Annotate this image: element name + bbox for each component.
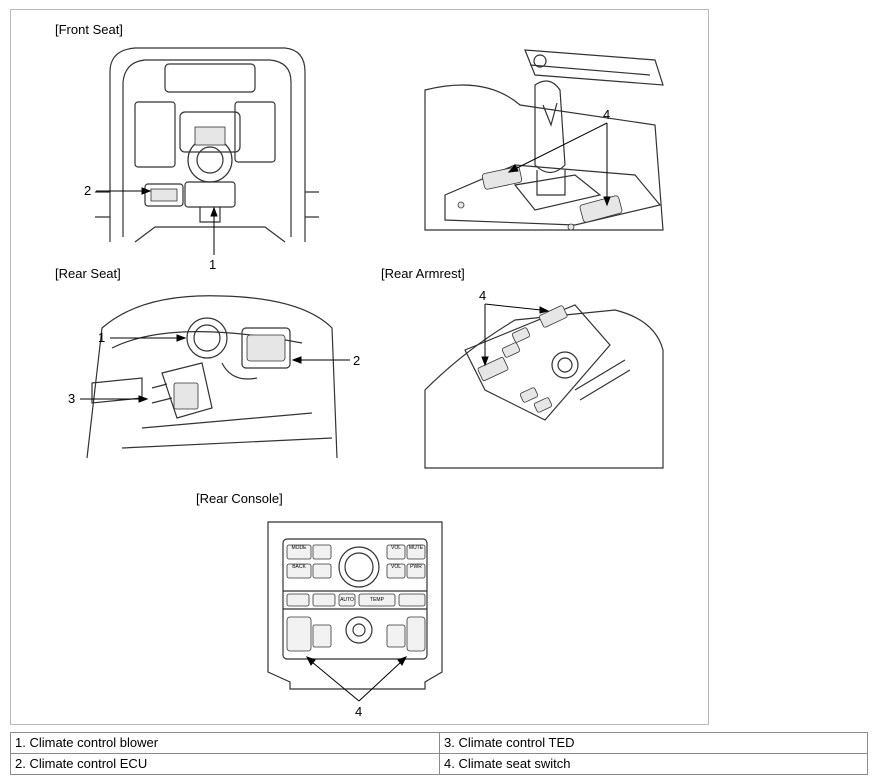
legend-item-ted: 3. Climate control TED <box>439 732 868 754</box>
rear-seat-caption: [Rear Seat] <box>55 266 121 281</box>
front-seat-callout-1: 1 <box>209 257 217 272</box>
front-seat-illustration <box>95 47 319 243</box>
legend-table: 1. Climate control blower 3. Climate con… <box>10 732 868 775</box>
rear-console-callout-4: 4 <box>355 704 363 719</box>
rear-console-mode-button: MODE <box>291 545 307 551</box>
table-row: 2. Climate control ECU 4. Climate seat s… <box>10 753 868 775</box>
legend-item-seat-switch: 4. Climate seat switch <box>439 753 868 775</box>
front-seat-caption: [Front Seat] <box>55 22 123 37</box>
rear-armrest-caption: [Rear Armrest] <box>381 266 465 281</box>
rear-seat-callout-1: 1 <box>98 330 106 345</box>
rear-console-vol-up-button: VOL <box>390 545 401 551</box>
rear-seat-callout-3: 3 <box>68 391 76 406</box>
rear-console-pwr-button: PWR <box>410 564 422 570</box>
rear-console-vol-down-button: VOL <box>390 564 401 570</box>
table-row: 1. Climate control blower 3. Climate con… <box>10 732 868 754</box>
figure-frame <box>10 9 709 725</box>
legend-item-blower: 1. Climate control blower <box>10 732 440 754</box>
front-console-callout-4: 4 <box>603 107 611 122</box>
legend-item-ecu: 2. Climate control ECU <box>10 753 440 775</box>
rear-console-illustration <box>267 521 443 690</box>
rear-console-back-button: BACK <box>292 564 306 570</box>
rear-console-caption: [Rear Console] <box>196 491 283 506</box>
front-seat-callout-2: 2 <box>84 183 92 198</box>
rear-console-mute-button: MUTE <box>408 545 424 551</box>
rear-console-auto-button: AUTO <box>340 597 354 603</box>
rear-seat-callout-2: 2 <box>353 353 361 368</box>
rear-armrest-callout-4: 4 <box>479 288 487 303</box>
rear-armrest-illustration <box>424 304 664 469</box>
rear-console-temp-button: TEMP <box>370 597 384 603</box>
